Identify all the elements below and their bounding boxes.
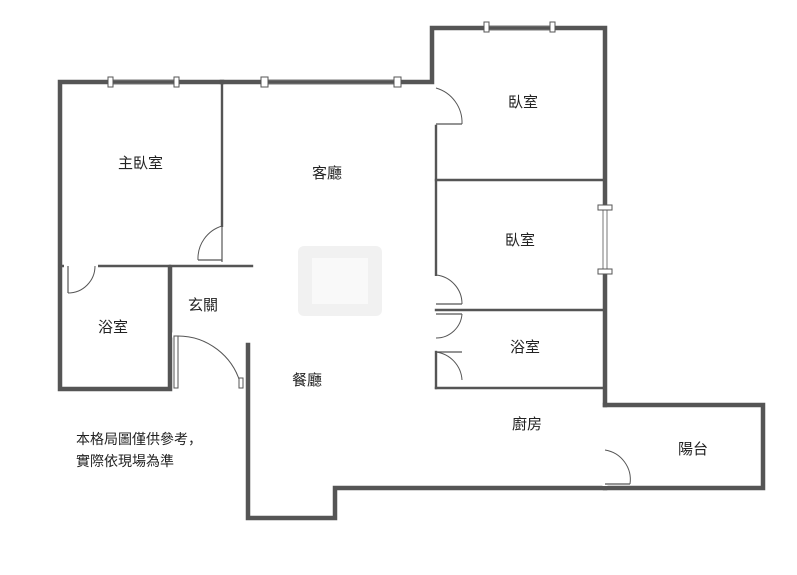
label-bedroom-middle: 臥室	[505, 231, 535, 249]
upper-bedroom-door	[431, 86, 463, 125]
label-bedroom-upper: 臥室	[508, 93, 538, 111]
label-master-bedroom: 主臥室	[118, 154, 163, 172]
middle-bedroom-door	[433, 274, 463, 306]
windows	[107, 21, 613, 275]
balcony-door	[602, 449, 631, 486]
label-kitchen: 廚房	[512, 415, 542, 433]
disclaimer-note: 本格局圖僅供參考， 實際依現場為準	[76, 429, 202, 473]
master-bedroom-door	[197, 225, 225, 262]
entrance-door	[172, 332, 244, 389]
doors	[64, 86, 631, 486]
watermark-logo	[298, 246, 382, 316]
master-bath-door	[64, 263, 98, 294]
label-dining-room: 餐廳	[292, 371, 322, 389]
room-labels: 主臥室 客廳 臥室 臥室 浴室 玄關 浴室 餐廳 廚房 陽台	[98, 93, 708, 458]
label-living-room: 客廳	[312, 164, 342, 182]
label-master-bath: 浴室	[98, 318, 128, 336]
bathroom-door	[433, 313, 463, 381]
label-balcony: 陽台	[678, 440, 708, 458]
label-bathroom: 浴室	[510, 338, 540, 356]
disclaimer-line-2: 實際依現場為準	[76, 454, 174, 470]
disclaimer-line-1: 本格局圖僅供參考，	[76, 432, 202, 448]
label-entrance: 玄關	[188, 296, 218, 314]
interior-walls	[58, 80, 607, 391]
